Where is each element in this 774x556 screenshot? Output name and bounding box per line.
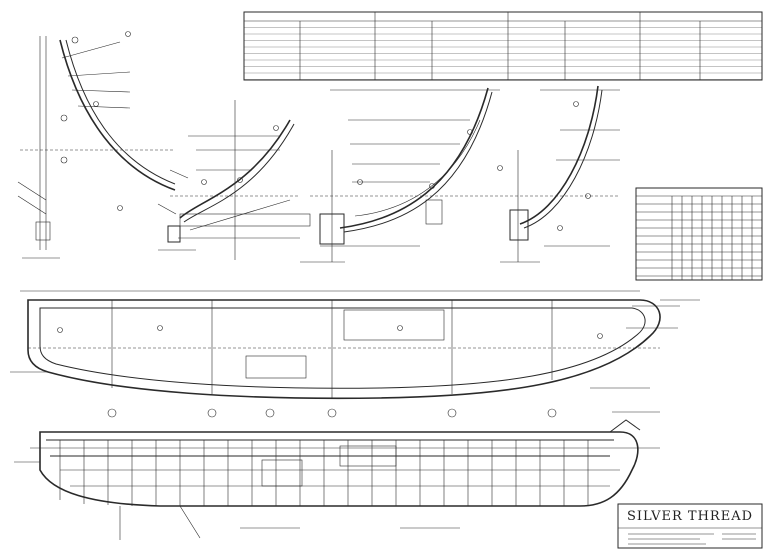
- lumber-list-table: [243, 11, 763, 81]
- design-name: SILVER THREAD: [627, 509, 753, 524]
- offsets-table: [635, 187, 763, 281]
- reference-markers: [93, 31, 680, 389]
- section-b-view: [300, 87, 500, 263]
- section-c-view: [157, 100, 311, 260]
- section-a-view: [500, 85, 620, 263]
- title-block: SILVER THREAD: [617, 503, 763, 549]
- general-arrangement-plan: [10, 290, 700, 418]
- general-arrangement-profile: [14, 419, 660, 540]
- section-d-view: [17, 36, 176, 259]
